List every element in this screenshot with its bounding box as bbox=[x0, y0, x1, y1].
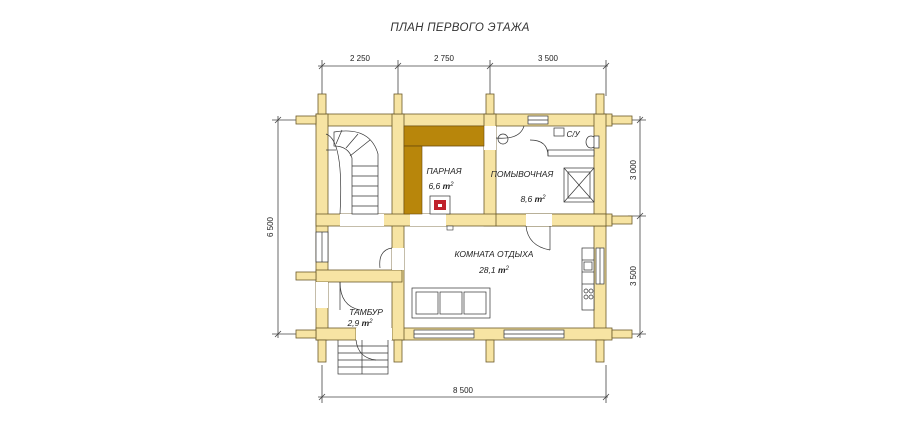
wc-name: С/У bbox=[566, 130, 580, 139]
dim-top-1: 2 250 bbox=[350, 54, 371, 63]
stove bbox=[429, 195, 454, 231]
plan-title: ПЛАН ПЕРВОГО ЭТАЖА bbox=[390, 22, 529, 34]
door-openings bbox=[316, 126, 552, 340]
dim-left: 6 500 bbox=[266, 216, 275, 237]
dim-right-2: 3 500 bbox=[629, 265, 638, 286]
wc-fixtures bbox=[529, 127, 600, 157]
washing-room-area: 8,6 m2 bbox=[520, 194, 546, 204]
interior-stair bbox=[325, 129, 379, 215]
rest-room-area: 28,1 m2 bbox=[478, 265, 509, 275]
washing-room-name: ПОМЫВОЧНАЯ bbox=[491, 169, 554, 179]
dim-bottom: 8 500 bbox=[453, 386, 474, 395]
steam-room-benches bbox=[403, 125, 485, 215]
vestibule-area: 2,9 m2 bbox=[346, 318, 373, 328]
dim-top-3: 3 500 bbox=[538, 54, 559, 63]
dim-top-2: 2 750 bbox=[434, 54, 455, 63]
washing-room-fixtures bbox=[495, 125, 595, 203]
vestibule-door bbox=[339, 281, 377, 361]
rest-room-name: КОМНАТА ОТДЫХА bbox=[455, 249, 534, 259]
vestibule-name: ТАМБУР bbox=[349, 307, 383, 317]
rest-room-furniture bbox=[379, 225, 595, 319]
dim-right-1: 3 000 bbox=[629, 159, 638, 180]
windows bbox=[315, 115, 605, 339]
porch-stairs bbox=[337, 337, 389, 375]
steam-room-area: 6,6 m2 bbox=[428, 181, 454, 191]
dimension-lines bbox=[272, 60, 646, 403]
steam-room-name: ПАРНАЯ bbox=[426, 166, 461, 176]
